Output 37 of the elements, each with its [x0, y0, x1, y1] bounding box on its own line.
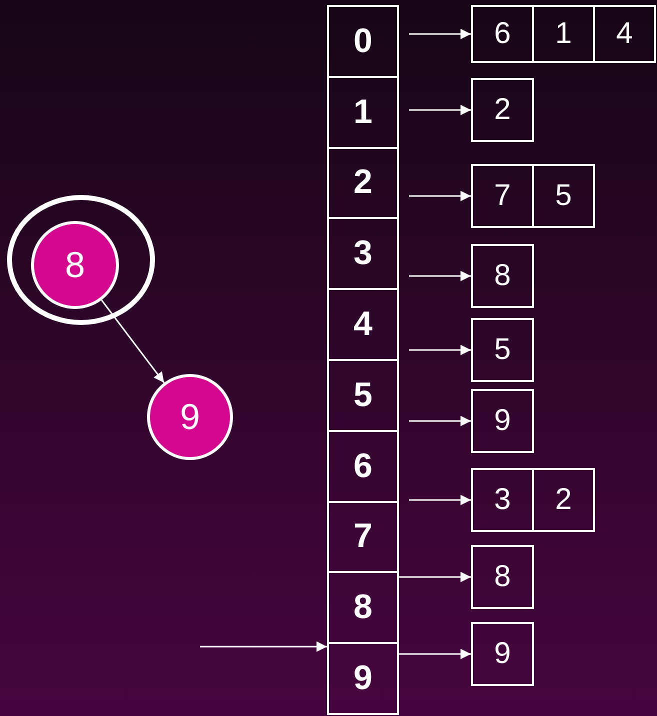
- arrow: [200, 641, 327, 652]
- list-cell: 5: [532, 164, 595, 228]
- list-cell: 8: [471, 244, 534, 308]
- index-cell: 0: [327, 5, 399, 78]
- arrow: [399, 572, 471, 582]
- arrow: [409, 344, 471, 356]
- list-cell: 5: [471, 318, 534, 382]
- list-cell: 3: [471, 468, 534, 532]
- list-cell: 1: [532, 5, 595, 63]
- list-cell: 2: [471, 78, 534, 142]
- arrow: [409, 270, 471, 282]
- list-cell: 6: [471, 5, 534, 63]
- index-cell: 8: [327, 571, 399, 644]
- arrow: [409, 494, 471, 506]
- list-cell: 4: [593, 5, 656, 63]
- arrow: [399, 648, 471, 660]
- index-cell: 1: [327, 76, 399, 149]
- list-cell: 9: [471, 389, 534, 453]
- arrow: [409, 28, 471, 40]
- arrow: [409, 190, 471, 202]
- list-cell: 7: [471, 164, 534, 228]
- circle-node: 8: [31, 221, 119, 309]
- ring-outline: [7, 195, 155, 325]
- list-cell: 2: [532, 468, 595, 532]
- arrow: [100, 300, 165, 384]
- index-cell: 9: [327, 642, 399, 715]
- list-cell: 9: [471, 622, 534, 686]
- index-cell: 5: [327, 359, 399, 432]
- index-cell: 7: [327, 500, 399, 574]
- arrow: [409, 416, 471, 426]
- arrow: [409, 104, 471, 116]
- index-cell: 6: [327, 430, 399, 503]
- index-cell: 3: [327, 217, 399, 290]
- circle-node: 9: [147, 374, 233, 460]
- index-cell: 2: [327, 146, 399, 220]
- list-cell: 8: [471, 545, 534, 609]
- index-cell: 4: [327, 288, 399, 361]
